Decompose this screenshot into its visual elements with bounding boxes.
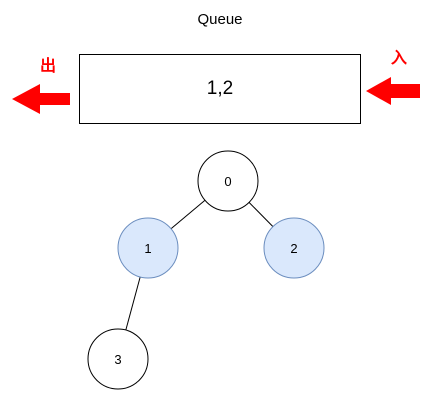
tree-node-3: 3 (87, 328, 149, 390)
tree-node-circle (117, 217, 179, 279)
tree-node-2: 2 (263, 217, 325, 279)
tree-node-1: 1 (117, 217, 179, 279)
exit-arrow-icon (12, 84, 70, 114)
tree-node-label: 3 (114, 352, 121, 367)
tree-node-label: 2 (290, 241, 297, 256)
tree-edge-1-3 (125, 276, 141, 331)
queue-contents: 1,2 (206, 78, 234, 99)
tree-node-label: 1 (144, 241, 151, 256)
tree-edge-0-2 (248, 202, 274, 227)
enter-arrow-icon (366, 77, 420, 105)
queue-box: 1,2 (79, 54, 361, 124)
tree-edge-0-1 (170, 199, 206, 230)
queue-title: Queue (197, 11, 243, 28)
exit-label: 出 (40, 56, 57, 75)
tree-node-0: 0 (197, 150, 259, 212)
enter-label: 入 (391, 48, 408, 67)
tree-node-circle (197, 150, 259, 212)
tree-node-circle (263, 217, 325, 279)
tree-nodes: 0 1 2 3 (87, 150, 325, 390)
tree-edges (125, 199, 274, 331)
tree-node-label: 0 (224, 174, 231, 189)
tree-node-circle (87, 328, 149, 390)
